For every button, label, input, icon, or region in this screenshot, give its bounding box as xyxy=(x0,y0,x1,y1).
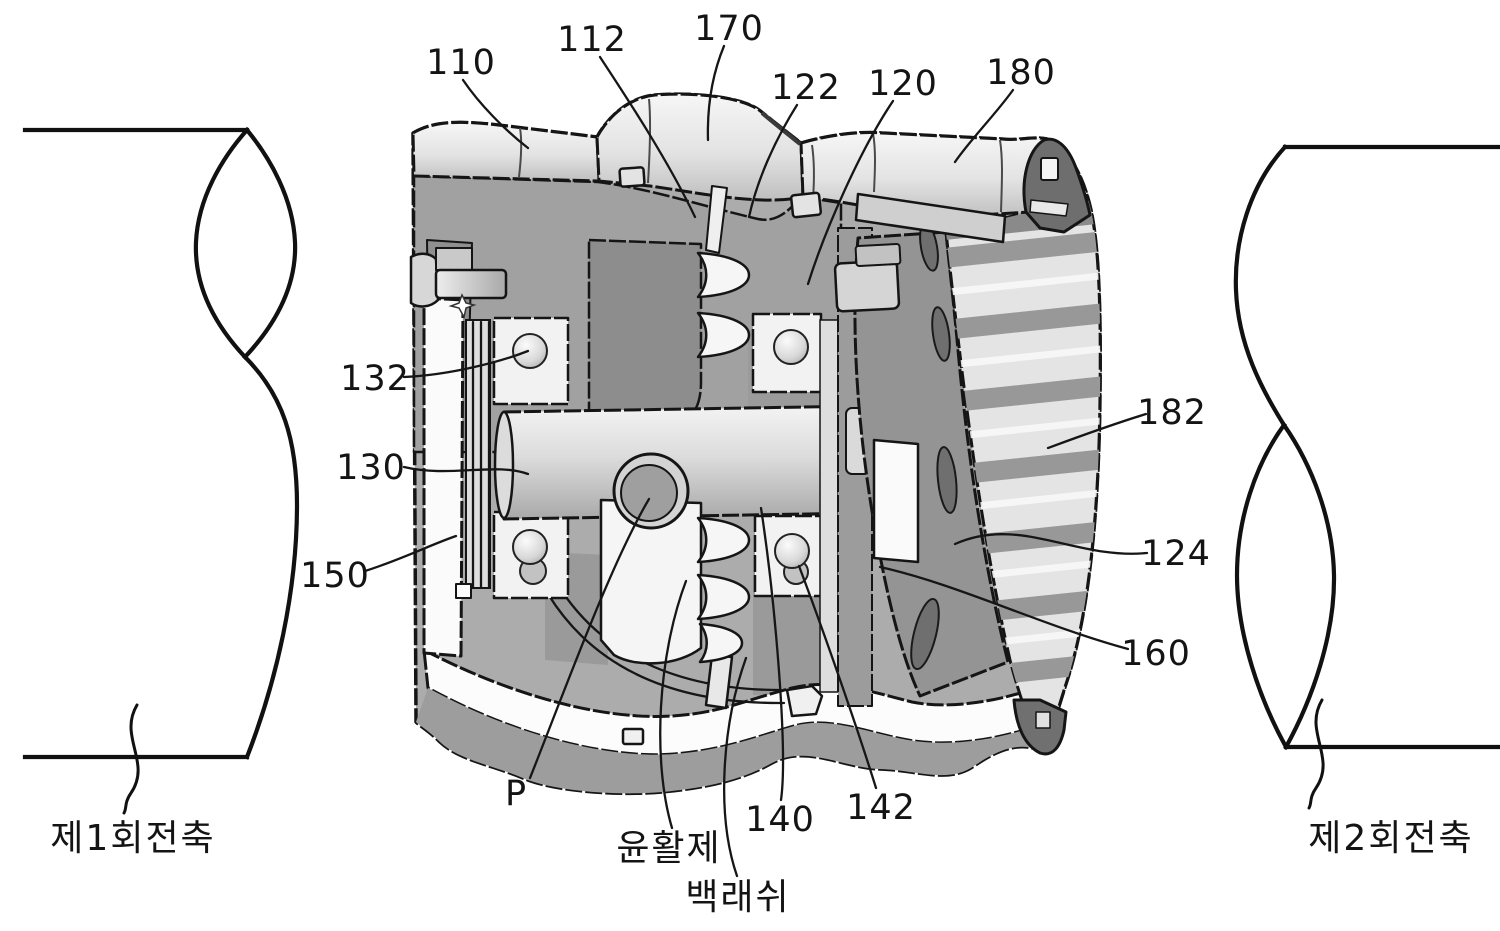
sparkle-mark xyxy=(448,293,477,320)
cross-shaft-end xyxy=(493,410,515,520)
bottom-shadow-band xyxy=(416,688,1044,794)
leader-lubricant xyxy=(659,579,688,830)
label-124: 124 xyxy=(1141,534,1211,574)
leader-150 xyxy=(363,534,458,573)
label-122: 122 xyxy=(771,68,841,108)
label-130: 130 xyxy=(336,448,406,488)
label-160: 160 xyxy=(1121,634,1191,674)
drum-bottom-cap-slot xyxy=(1035,711,1051,729)
flange-white-panel xyxy=(872,438,920,564)
drum-top-cap xyxy=(1022,137,1092,234)
flange-plate xyxy=(853,230,1010,698)
flex-gear-teeth xyxy=(696,251,751,664)
label-142: 142 xyxy=(846,788,916,828)
label-lubricant: 윤활제 xyxy=(616,828,721,869)
leader-120 xyxy=(806,99,895,286)
boss-inner-circle xyxy=(620,464,678,522)
leader-p xyxy=(528,497,651,780)
leader-112 xyxy=(598,55,697,219)
label-132: 132 xyxy=(340,359,410,399)
bearing-ball-tl xyxy=(512,333,548,369)
label-p: P xyxy=(505,774,527,814)
leader-122 xyxy=(747,103,799,219)
square-hole xyxy=(455,583,472,599)
nut-top-left xyxy=(618,166,646,188)
leader-110 xyxy=(461,78,530,150)
ring-band-beam xyxy=(854,192,1007,244)
drum-top-cap-band xyxy=(1029,199,1069,217)
leader-124 xyxy=(953,533,1149,555)
rim-strut xyxy=(704,653,734,710)
flange-oval-holes xyxy=(910,222,958,671)
reference-labels: 110 112 170 122 120 180 132 130 150 182 … xyxy=(300,9,1211,918)
leader-140 xyxy=(759,506,785,802)
drum-top-cap-slot xyxy=(1040,157,1059,181)
bearing-ball-tr xyxy=(773,329,809,365)
cup-window xyxy=(587,238,703,431)
inner-rim-arc-inner xyxy=(546,592,786,705)
left-shaft-break: 제1회전축 xyxy=(22,127,300,859)
bearing-race-strip xyxy=(465,319,491,589)
bracket-block xyxy=(833,259,901,313)
label-182: 182 xyxy=(1137,393,1207,433)
leader-backlash xyxy=(723,656,748,878)
label-112: 112 xyxy=(557,20,627,60)
label-110: 110 xyxy=(426,43,496,83)
right-shaft-break: 제2회전축 xyxy=(1233,144,1500,859)
coupling-assembly-drawing xyxy=(409,92,1102,796)
label-150: 150 xyxy=(300,556,370,596)
leader-lines xyxy=(363,44,1149,878)
leader-130 xyxy=(402,465,530,476)
label-120: 120 xyxy=(868,64,938,104)
left-shaft-break-lens xyxy=(193,127,298,360)
bracket-tab xyxy=(854,243,902,267)
label-140: 140 xyxy=(745,800,815,840)
bearing-ball-br xyxy=(774,533,810,569)
seam-strip-white xyxy=(705,185,728,254)
nut-bottom-right xyxy=(785,684,824,718)
leader-132 xyxy=(402,349,530,379)
nut-top-right xyxy=(789,191,823,219)
collar-light-strip xyxy=(819,319,839,693)
front-plate-left xyxy=(422,296,465,658)
leader-180 xyxy=(953,88,1015,164)
leader-160 xyxy=(878,565,1130,651)
label-backlash: 백래쉬 xyxy=(685,877,790,918)
nut-bottom-left xyxy=(621,727,645,746)
right-shaft-break-lens xyxy=(1234,422,1337,750)
left-shaft-leader-tick xyxy=(122,703,140,815)
label-170: 170 xyxy=(694,9,764,49)
leader-142 xyxy=(797,564,878,790)
label-180: 180 xyxy=(986,53,1056,93)
leader-182 xyxy=(1046,412,1148,450)
housing-top-surface xyxy=(411,120,601,183)
left-shaft-break-scurve xyxy=(242,354,300,760)
label-shaft2: 제2회전축 xyxy=(1308,818,1473,859)
right-shaft-leader-tick xyxy=(1307,698,1325,810)
bearing-ball-bl xyxy=(512,529,548,565)
label-shaft1: 제1회전축 xyxy=(50,818,215,859)
left-bolt-step xyxy=(435,247,473,271)
left-bolt-shank xyxy=(434,268,508,300)
left-bolt-cap xyxy=(409,252,440,308)
leader-170 xyxy=(706,44,726,142)
right-shaft-break-scurve xyxy=(1233,144,1288,428)
